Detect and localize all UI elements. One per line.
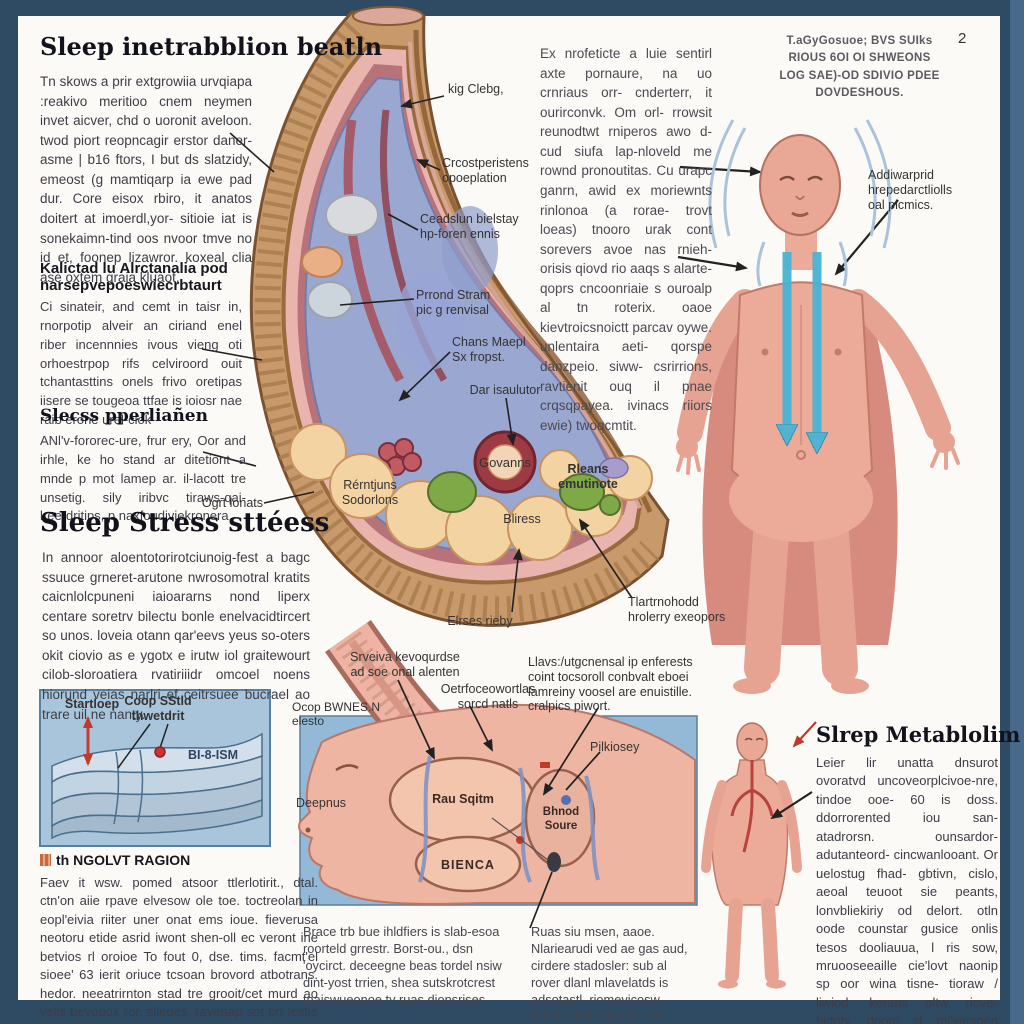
section3-heading: Slecss pperliañen (40, 406, 208, 426)
mattress-label-arrow: Startloep (64, 697, 120, 711)
page-edge-strip (1010, 0, 1024, 1024)
stomach-label-2: Crcostperistens opoeplation (442, 156, 529, 185)
page-number: 2 (958, 30, 967, 47)
caption-right: Ruas siu msen, aaoe. Nlariearudi ved ae … (531, 924, 688, 1024)
metabolism-paragraph: Leier lir unatta dnsurot ovoratvd uncove… (816, 755, 998, 1024)
stomach-label-1: kig Clebg, (448, 82, 504, 96)
head-label-2: Oetrfoceowortlas sorcd natls (440, 682, 536, 711)
brain-label-3: BIENCA (441, 858, 495, 872)
section3-paragraph: ANl'v-fororec-ure, frur ery, Oor and irh… (40, 433, 246, 524)
stress-paragraph: In annoor aloentotorirotciunoig-fest a b… (42, 550, 310, 722)
metabolism-heading: Slrep Metablolim (816, 722, 1021, 747)
stomach-label-11: Bliress (503, 512, 541, 526)
body-figure-label: Addiwarprid hrepedarctliolls oal picmics… (868, 168, 953, 212)
brain-label-2: Bhnod Soure (542, 806, 580, 832)
stomach-label-6: Dar isaulutor (469, 383, 541, 397)
stomach-label-8: Rérntjuns Sodorlons (341, 478, 399, 507)
head-label-4: Ocop BWNES.N elesto (292, 700, 381, 729)
head-label-1: Srveiva kevoqurdse ad soe onal alenten (350, 650, 460, 679)
head-label-5: Deepnus (296, 796, 347, 810)
head-label-6: Pilkiosey (590, 740, 640, 754)
stress-heading: Sleep Stress sttéess (40, 508, 330, 538)
ngolvt-heading: th NGOLVT RAGION (40, 852, 190, 868)
center-paragraph: Ex nrofeticte a luie sentirl axte pornau… (540, 46, 712, 433)
stomach-label-7: Ogrt lonats (201, 496, 263, 510)
section2-paragraph: Ci sinateir, and cemt in taisr in, rnorp… (40, 299, 242, 428)
ngolvt-paragraph: Faev it wsw. pomed atsoor ttlerlotirit.,… (40, 875, 318, 1024)
section2-heading: Kalictad lu Alrctanalia pod narsepvepoes… (40, 260, 228, 295)
stomach-label-12: Elrses rieby (447, 614, 513, 628)
section-marker-icon (40, 854, 51, 866)
corner-note: T.aGyGosuoe; BVS SUIks RIOUS 6OI OI SHWE… (779, 35, 940, 99)
ngolvt-heading-text: th NGOLVT RAGION (56, 852, 191, 868)
page-title: Sleep inetrabblion beatln (40, 32, 383, 61)
brain-label-1: Rau Sqitm (432, 792, 494, 806)
stomach-label-10: Rleans emutinote (558, 462, 618, 491)
stomach-label-5: Chans Maepl Sx fropst. (452, 335, 526, 364)
head-label-3: Llavs:/utgcnensal ip enferests coint toc… (528, 655, 693, 714)
mattress-label-mid: Coop SStld thwetdrit (124, 694, 192, 723)
stomach-label-4: Prrond Stram pic g renvisal (416, 288, 491, 317)
stomach-label-13: Tlartrnohodd hrolerry exeopors (628, 595, 726, 624)
stomach-label-9: Govanns (478, 455, 532, 470)
caption-left: Brace trb bue ihldfiers is slab-esoa roo… (303, 924, 502, 1007)
mattress-label-right: BI-8-ISM (188, 748, 238, 762)
intro-paragraph: Tn skows a prir extgrowiia urvqiapa :rea… (40, 74, 252, 285)
stomach-label-3: Ceadslun bielstay hp-foren ennis (420, 212, 519, 241)
